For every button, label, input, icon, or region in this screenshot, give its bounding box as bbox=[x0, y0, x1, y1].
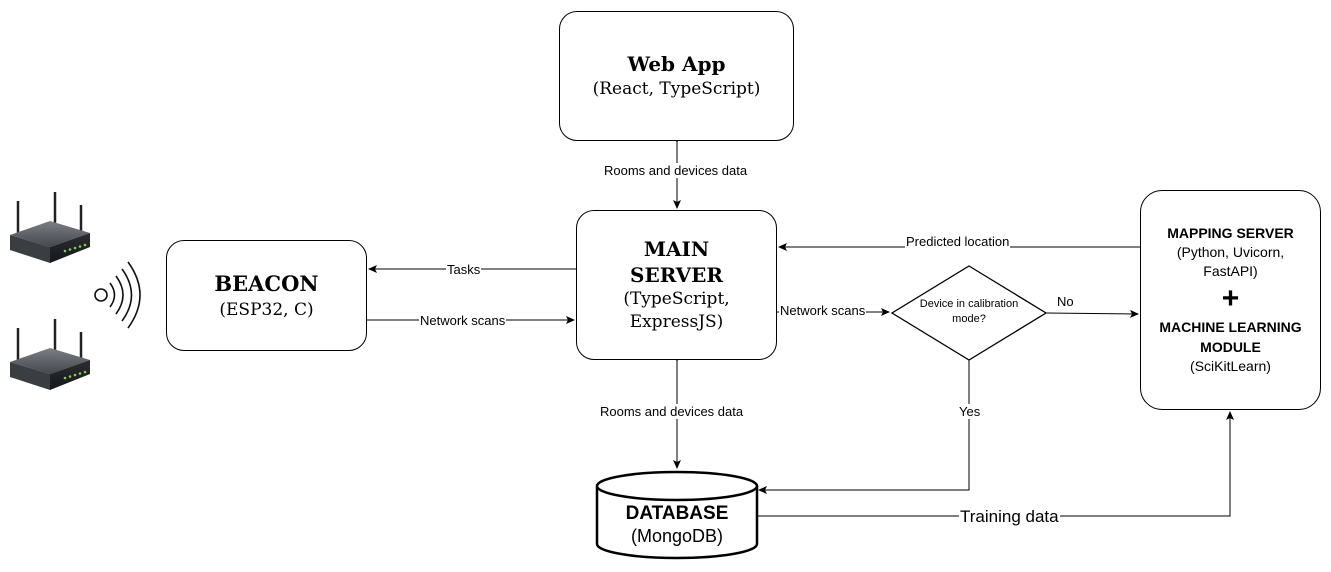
decision-diamond bbox=[890, 265, 1048, 361]
edge-label-training-data: Training data bbox=[959, 507, 1060, 526]
edge-label-yes: Yes bbox=[958, 404, 982, 419]
main-server-title-line1: MAIN bbox=[643, 237, 710, 261]
mapping-server-title: MAPPING SERVER bbox=[1167, 225, 1294, 241]
edge-label-no: No bbox=[1057, 294, 1074, 309]
mapping-server-tech-line2: FastAPI) bbox=[1203, 263, 1258, 279]
database-subtitle: (MongoDB) bbox=[630, 526, 724, 546]
beacon-title: BEACON bbox=[214, 270, 319, 296]
wifi-router-icon bbox=[10, 319, 90, 390]
edge-label-network-scans-in: Network scans bbox=[419, 313, 507, 328]
main-server-title-line2: SERVER bbox=[630, 263, 723, 287]
ml-module-tech: (SciKitLearn) bbox=[1190, 358, 1271, 374]
webapp-subtitle: (React, TypeScript) bbox=[592, 79, 761, 99]
beacon-subtitle: (ESP32, C) bbox=[219, 299, 314, 320]
wireless-signal-icon bbox=[94, 261, 141, 329]
wifi-router-icon bbox=[10, 192, 90, 263]
beacon-node: BEACON (ESP32, C) bbox=[166, 240, 367, 351]
ml-module-title-line2: MODULE bbox=[1200, 339, 1261, 355]
edge-label-predicted-location: Predicted location bbox=[905, 234, 1011, 249]
database-cylinder bbox=[595, 470, 759, 560]
database-label: DATABASE (MongoDB) bbox=[597, 503, 757, 547]
mapping-server-node: MAPPING SERVER (Python, Uvicorn, FastAPI… bbox=[1140, 190, 1321, 410]
webapp-title: Web App bbox=[627, 52, 726, 76]
main-server-tech-line2: ExpressJS) bbox=[629, 312, 724, 332]
mapping-server-tech-line1: (Python, Uvicorn, bbox=[1176, 244, 1285, 260]
main-server-tech-line1: (TypeScript, bbox=[623, 289, 730, 309]
edge-label-main-database: Rooms and devices data bbox=[599, 404, 745, 419]
connector-yes bbox=[758, 360, 970, 494]
ml-module-title-line1: MACHINE LEARNING bbox=[1159, 319, 1302, 335]
edge-label-tasks: Tasks bbox=[446, 262, 482, 277]
plus-symbol: + bbox=[1221, 282, 1240, 315]
decision-label-line1: Device in calibration bbox=[919, 298, 1019, 310]
connector-no bbox=[1045, 309, 1139, 318]
decision-label: Device in calibration mode? bbox=[897, 297, 1041, 327]
edge-label-webapp-main: Rooms and devices data bbox=[603, 163, 749, 178]
webapp-node: Web App (React, TypeScript) bbox=[559, 11, 794, 141]
database-title: DATABASE bbox=[625, 503, 729, 524]
connector-training-data bbox=[758, 411, 1234, 517]
decision-label-line2: mode? bbox=[952, 313, 986, 325]
main-server-node: MAIN SERVER (TypeScript, ExpressJS) bbox=[576, 210, 777, 360]
edge-label-network-scans-out: Network scans bbox=[779, 303, 867, 318]
